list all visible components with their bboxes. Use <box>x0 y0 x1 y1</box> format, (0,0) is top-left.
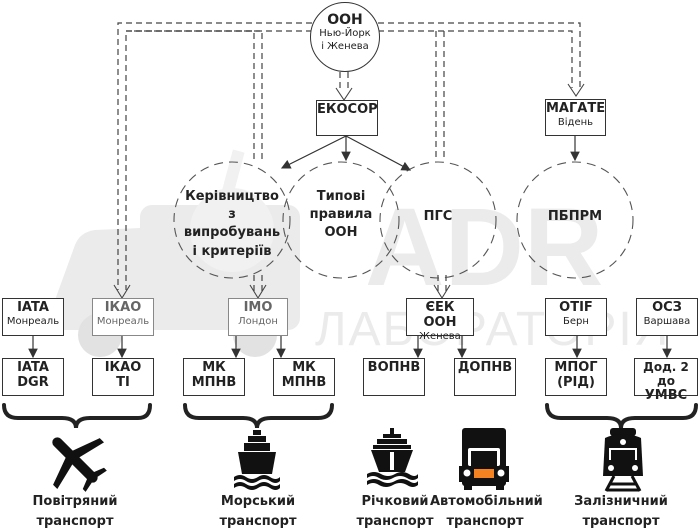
sea-ship-icon <box>234 430 280 490</box>
circle-line: ПГС <box>423 209 453 224</box>
org-subtitle: Женева <box>419 330 461 342</box>
circle-test-manual[interactable]: Керівництво з випробувань і критеріїв <box>180 188 284 261</box>
mode-line: транспорт <box>446 513 524 529</box>
circle-line: з випробувань <box>183 207 281 241</box>
ecosoc-node[interactable]: ЕКОСОР <box>316 100 378 136</box>
reg-adn[interactable]: ВОПНВ <box>363 358 425 396</box>
oon-subtitle-2: і Женева <box>321 40 369 52</box>
ecosoc-title: ЕКОСОР <box>317 102 378 117</box>
circle-line: правила <box>309 207 373 223</box>
airplane-icon <box>52 437 107 492</box>
circle-model-regulations[interactable]: Типові правила ООН <box>296 188 386 243</box>
oon-subtitle-1: Нью-Йорк <box>319 28 371 39</box>
truck-icon <box>459 428 509 490</box>
circle-line: ПБПРМ <box>547 209 603 224</box>
watermark-subtext: ЛАБОРАТОРІЯ <box>315 303 670 356</box>
mode-line: Річковий <box>361 494 429 509</box>
reg-smgs-annex2[interactable]: Дод. 2 до УМВС <box>634 358 698 403</box>
reg-line: ВОПНВ <box>367 360 421 375</box>
org-title: ЄЕК ООН <box>423 300 457 330</box>
circle-line: Керівництво <box>185 189 279 204</box>
mode-line: транспорт <box>36 513 114 529</box>
reg-rid[interactable]: МПОГ (РІД) <box>545 358 607 396</box>
mode-line: транспорт <box>582 513 660 529</box>
reg-line: ІКАО <box>104 360 142 375</box>
org-subtitle: Берн <box>563 315 589 327</box>
org-title: ОСЗ <box>652 300 682 315</box>
mode-line: Залізничний <box>574 494 668 509</box>
org-iata[interactable]: IATA Монреаль <box>2 298 64 336</box>
mode-air: Повітряний транспорт <box>20 492 130 531</box>
mode-sea: Морський транспорт <box>203 492 313 531</box>
mode-line: Морський <box>220 494 296 509</box>
org-title: ІКАО <box>104 300 142 315</box>
org-title: IATA <box>17 300 49 315</box>
org-title: ІМО <box>243 300 273 315</box>
mode-line: транспорт <box>356 513 434 529</box>
org-unece[interactable]: ЄЕК ООН Женева <box>406 298 474 342</box>
mode-line: Автомобільний <box>430 494 543 509</box>
org-otif[interactable]: OTIF Берн <box>545 298 607 336</box>
reg-line: ТІ <box>116 374 130 390</box>
org-subtitle: Лондон <box>238 315 278 327</box>
mode-line: Повітряний <box>32 494 118 509</box>
reg-line: МПНВ <box>281 374 327 390</box>
magate-node[interactable]: МАГАТЕ Відень <box>545 99 606 136</box>
org-subtitle: Монреаль <box>96 315 150 327</box>
reg-line: МК <box>202 360 226 375</box>
org-icao[interactable]: ІКАО Монреаль <box>92 298 154 336</box>
train-icon <box>603 428 643 492</box>
circle-line: і критеріїв <box>192 243 272 259</box>
magate-subtitle: Відень <box>557 116 594 128</box>
oon-node[interactable]: ООН Нью-Йорк і Женева <box>310 2 380 72</box>
org-title: OTIF <box>559 300 593 315</box>
reg-icao-ti[interactable]: ІКАО ТІ <box>92 358 154 396</box>
org-subtitle: Варшава <box>643 315 691 327</box>
mode-road: Автомобільний транспорт <box>430 492 543 531</box>
reg-line: МПНВ <box>191 374 237 390</box>
reg-line: Дод. 2 до <box>643 360 689 388</box>
reg-line: ДОПНВ <box>457 360 513 375</box>
magate-title: МАГАТЕ <box>546 101 606 116</box>
circle-line: Типові <box>316 189 366 204</box>
reg-adr[interactable]: ДОПНВ <box>454 358 516 396</box>
circle-radioactive[interactable]: ПБПРМ <box>530 208 620 226</box>
reg-iata-dgr[interactable]: IATA DGR <box>2 358 64 396</box>
mode-rail: Залізничний транспорт <box>566 492 676 531</box>
mode-line: транспорт <box>219 513 297 529</box>
watermark-text: ADR <box>365 186 603 309</box>
org-osjd[interactable]: ОСЗ Варшава <box>636 298 698 336</box>
reg-line: DGR <box>17 374 49 390</box>
circle-line: ООН <box>324 225 358 241</box>
reg-line: УМВС <box>644 387 688 403</box>
reg-line: МК <box>292 360 316 375</box>
river-ship-icon <box>367 428 418 487</box>
reg-line: IATA <box>17 360 49 375</box>
truck-plate <box>474 469 494 478</box>
circle-ghs[interactable]: ПГС <box>398 208 478 226</box>
reg-imdg-2[interactable]: МК МПНВ <box>273 358 335 396</box>
reg-imdg-1[interactable]: МК МПНВ <box>183 358 245 396</box>
mode-river: Річковий транспорт <box>355 492 435 531</box>
reg-line: МПОГ <box>554 360 598 375</box>
org-imo[interactable]: ІМО Лондон <box>228 298 288 336</box>
org-subtitle: Монреаль <box>6 315 60 327</box>
oon-title: ООН <box>327 12 363 28</box>
reg-line: (РІД) <box>557 374 595 390</box>
